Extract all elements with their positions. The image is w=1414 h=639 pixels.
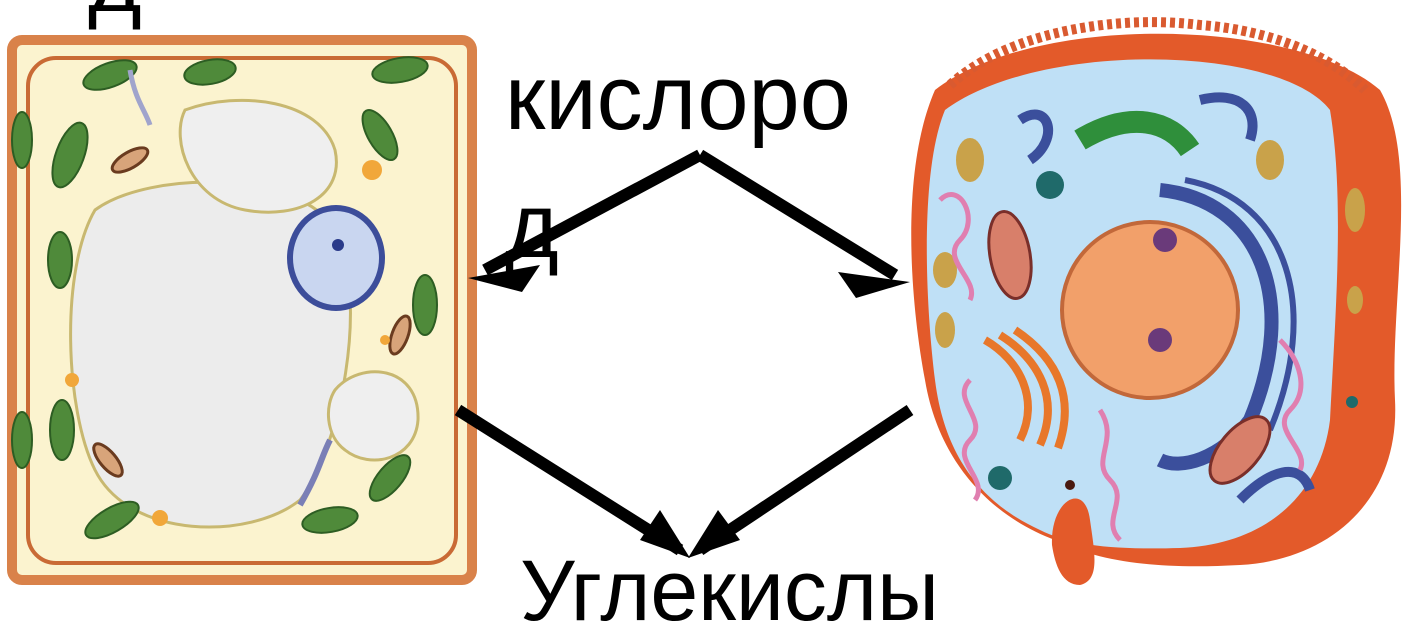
nucleolus-2	[1148, 328, 1172, 352]
arrowhead-animal-top	[838, 272, 910, 298]
carbon-dioxide-label: Углекислы	[520, 548, 939, 634]
plastid-2	[65, 373, 79, 387]
animal-cell-illustration	[911, 22, 1401, 585]
plastid-4	[380, 335, 390, 345]
small-vacuole-bottom	[328, 372, 418, 460]
oxygen-label-line1: кислоро	[505, 52, 851, 144]
nucleolus	[332, 239, 344, 251]
plant-cell-illustration	[12, 40, 472, 580]
nucleolus-1	[1153, 228, 1177, 252]
oxygen-label-line2: д	[505, 180, 559, 272]
invagination-dot	[1065, 480, 1075, 490]
arrowheads	[468, 265, 910, 558]
arrow-oxygen-to-animal	[700, 155, 895, 275]
plastid-3	[152, 510, 168, 526]
plant-nucleus	[290, 208, 382, 308]
plastid	[362, 160, 382, 180]
arrow-plant-to-co2	[458, 410, 680, 550]
animal-nucleus	[1062, 222, 1238, 398]
